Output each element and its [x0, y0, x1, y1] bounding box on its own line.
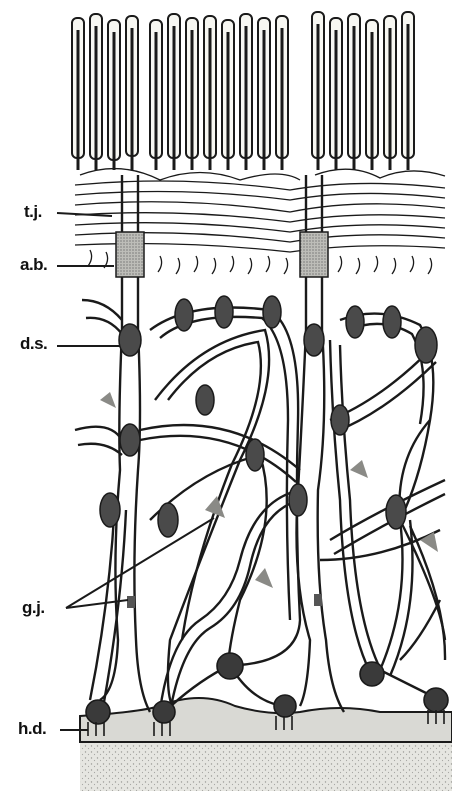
microvilli — [72, 12, 414, 160]
basal-membrane — [80, 698, 452, 742]
desmosomes — [100, 296, 437, 537]
cytoplasmic-granules — [100, 392, 438, 588]
label-hemidesmosome: h.d. — [18, 719, 46, 739]
label-desmosome: d.s. — [20, 334, 47, 354]
adhesion-belt-complex — [116, 232, 328, 277]
label-gap-junction: g.j. — [22, 598, 45, 618]
basal-lamina — [80, 740, 452, 791]
label-adhesion-belt: a.b. — [20, 255, 47, 275]
label-tight-junction: t.j. — [24, 202, 42, 222]
